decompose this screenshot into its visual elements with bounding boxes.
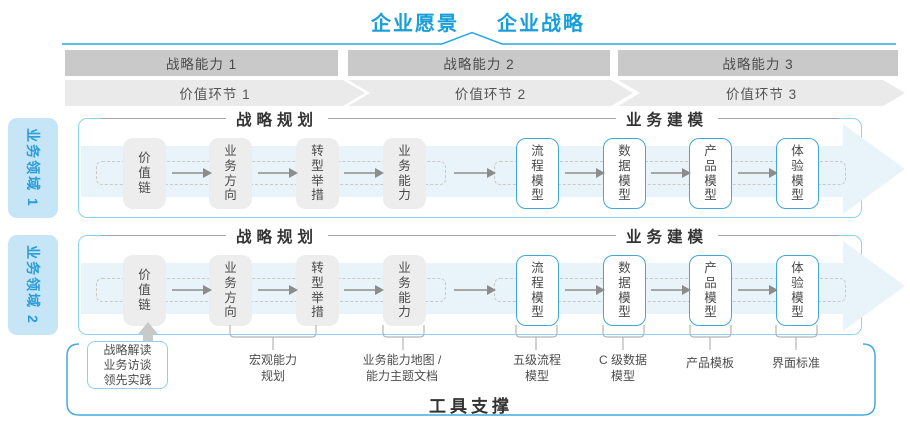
- flow-arrow-icon: [565, 285, 605, 295]
- note-line: 能力主题文档: [365, 368, 439, 383]
- flow-arrow-icon: [172, 285, 212, 295]
- business-modeling-header: 业务建模: [615, 108, 719, 130]
- note-product-template: 产品模板: [686, 356, 734, 372]
- business-capability-box: 业务能力: [383, 255, 426, 326]
- flow-arrow-icon: [172, 168, 212, 178]
- header-rule-line: [101, 118, 839, 119]
- note-line: 规划: [260, 368, 286, 383]
- note-line: 宏观能力: [248, 353, 298, 367]
- box-label: 业务方向: [224, 261, 237, 320]
- box-label: 体验模型: [791, 261, 804, 320]
- flow-arrow-icon: [344, 168, 384, 178]
- strategic-planning-header: 战略规划: [225, 108, 329, 130]
- tool-support-title: 工具支撑: [429, 397, 513, 416]
- note-process-model: 五级流程 模型: [513, 353, 561, 384]
- note-line: C 级数据: [598, 353, 648, 367]
- value-chain-box: 价值链: [123, 138, 166, 209]
- box-label: 体验模型: [791, 144, 804, 203]
- value-link-label: 价值环节 1: [179, 87, 251, 102]
- business-modeling-header: 业务建模: [615, 225, 719, 247]
- flow-arrow-icon: [651, 168, 691, 178]
- strategic-capability-bar-1: 战略能力 1: [65, 50, 338, 76]
- product-model-box: 产品模型: [689, 255, 732, 326]
- enterprise-vision-label: 企业愿景: [371, 13, 459, 35]
- business-direction-box: 业务方向: [209, 138, 252, 209]
- box-label: 价值链: [138, 268, 151, 312]
- data-model-box: 数据模型: [603, 255, 646, 326]
- strategic-capability-label: 战略能力 3: [722, 57, 794, 72]
- input-line: 战略解读: [103, 342, 152, 357]
- strategic-capability-bar-2: 战略能力 2: [348, 50, 610, 76]
- box-label: 产品模型: [704, 261, 717, 320]
- box-label: 数据模型: [618, 144, 631, 203]
- flow-arrow-icon: [344, 285, 384, 295]
- flow-arrow-icon: [738, 168, 778, 178]
- value-link-chevron-1: 价值环节 1: [65, 80, 365, 106]
- flow-arrow-icon: [565, 168, 605, 178]
- flow-arrow-icon: [454, 168, 496, 178]
- strategy-inputs-box: 战略解读 业务访谈 领先实践: [87, 341, 168, 389]
- flow-arrow-icon: [454, 285, 496, 295]
- diagram-title: 企业愿景 企业战略: [371, 7, 585, 36]
- note-line: 模型: [524, 368, 550, 383]
- business-domain-label: 业务领域 1: [25, 128, 41, 208]
- note-data-model: C 级数据 模型: [599, 353, 647, 384]
- note-capability-map: 业务能力地图 / 能力主题文档: [363, 353, 442, 384]
- process-model-box: 流程模型: [516, 138, 559, 209]
- box-label: 流程模型: [531, 144, 544, 203]
- value-link-chevron-3: 价值环节 3: [618, 80, 905, 106]
- domain-2-pipeline: 价值链 业务方向 转型举措 业务能力 流程模型 数据模型 产品模型 体验模型 战…: [78, 225, 905, 335]
- data-model-box: 数据模型: [603, 138, 646, 209]
- enterprise-strategy-label: 企业战略: [497, 13, 585, 35]
- note-line: 界面标准: [771, 356, 821, 370]
- transformation-initiative-box: 转型举措: [296, 138, 339, 209]
- value-link-label: 价值环节 2: [454, 87, 527, 102]
- box-label: 转型举措: [311, 261, 324, 320]
- note-line: 五级流程: [512, 353, 562, 367]
- planning-placeholder-track: [96, 278, 446, 302]
- process-model-box: 流程模型: [516, 255, 559, 326]
- header-rule-line: [101, 235, 839, 236]
- box-label: 业务能力: [398, 261, 411, 320]
- product-model-box: 产品模型: [689, 138, 732, 209]
- experience-model-box: 体验模型: [776, 255, 819, 326]
- business-capability-box: 业务能力: [383, 138, 426, 209]
- box-label: 产品模型: [704, 144, 717, 203]
- note-line: 产品模板: [685, 356, 735, 370]
- note-ui-standard: 界面标准: [772, 356, 820, 372]
- box-label: 业务能力: [398, 144, 411, 203]
- value-link-label: 价值环节 3: [725, 87, 798, 102]
- strategic-capability-label: 战略能力 2: [443, 57, 515, 72]
- flow-arrow-icon: [258, 285, 298, 295]
- planning-placeholder-track: [96, 161, 446, 185]
- note-macro-capability: 宏观能力 规划: [249, 353, 297, 384]
- domain-1-pipeline: 价值链 业务方向 转型举措 业务能力 流程模型 数据模型 产品模型 体验模型 战…: [78, 108, 905, 218]
- flow-arrow-icon: [738, 285, 778, 295]
- business-domain-label: 业务领域 2: [25, 245, 41, 325]
- note-line: 模型: [610, 368, 636, 383]
- flow-arrow-icon: [258, 168, 298, 178]
- box-label: 流程模型: [531, 261, 544, 320]
- experience-model-box: 体验模型: [776, 138, 819, 209]
- flow-arrow-icon: [651, 285, 691, 295]
- input-line: 领先实践: [103, 372, 152, 387]
- box-label: 业务方向: [224, 144, 237, 203]
- box-label: 价值链: [138, 151, 151, 195]
- strategic-capability-bar-3: 战略能力 3: [618, 50, 898, 76]
- note-line: 业务能力地图 /: [362, 353, 442, 367]
- value-chain-box: 价值链: [123, 255, 166, 326]
- strategic-capability-label: 战略能力 1: [165, 57, 238, 72]
- input-line: 业务访谈: [103, 357, 152, 372]
- business-domain-1: 业务领域 1: [8, 118, 58, 218]
- business-domain-2: 业务领域 2: [8, 235, 58, 335]
- box-label: 数据模型: [618, 261, 631, 320]
- value-link-chevron-2: 价值环节 2: [348, 80, 633, 106]
- business-direction-box: 业务方向: [209, 255, 252, 326]
- flow-arrowhead-icon: [843, 241, 905, 331]
- strategic-planning-header: 战略规划: [225, 225, 329, 247]
- box-label: 转型举措: [311, 144, 324, 203]
- transformation-initiative-box: 转型举措: [296, 255, 339, 326]
- flow-arrowhead-icon: [843, 124, 905, 214]
